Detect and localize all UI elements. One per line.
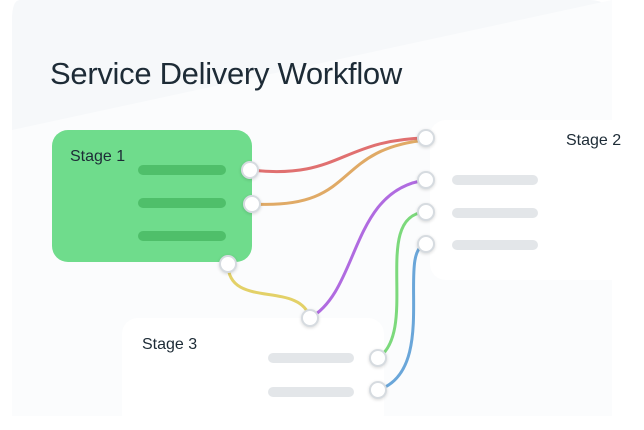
stage-3-card[interactable]	[122, 318, 384, 430]
connector-orange	[250, 138, 428, 206]
stage-3-output-port[interactable]	[369, 349, 387, 367]
connector-red	[248, 136, 428, 174]
page-title: Service Delivery Workflow	[50, 56, 402, 91]
stage-3-item-bar	[268, 353, 354, 363]
stage-2-input-port[interactable]	[417, 129, 435, 147]
stage-1-label: Stage 1	[70, 148, 126, 165]
stage-1-output-port[interactable]	[243, 195, 261, 213]
stage-3-item-bar	[268, 387, 354, 397]
stage-3-label: Stage 3	[142, 336, 198, 353]
connector-blue	[376, 242, 428, 392]
connector-purple	[308, 178, 428, 320]
stage-2-input-port[interactable]	[417, 235, 435, 253]
stage-1-output-port[interactable]	[241, 161, 259, 179]
stage-2-item-bar	[452, 208, 538, 218]
stage-1-item-bar	[138, 165, 226, 175]
stage-2-item-bar	[452, 175, 538, 185]
stage-2-input-port[interactable]	[417, 171, 435, 189]
stage-2-label: Stage 2	[566, 132, 622, 149]
stage-3-output-port[interactable]	[369, 381, 387, 399]
stage-2-input-port[interactable]	[417, 203, 435, 221]
stage-1-item-bar	[138, 231, 226, 241]
stage-1-item-bar	[138, 198, 226, 208]
connector-green	[376, 210, 428, 360]
connector-yellow	[226, 262, 312, 320]
stage-3-input-port[interactable]	[301, 309, 319, 327]
stage-2-item-bar	[452, 240, 538, 250]
stage-1-output-port[interactable]	[219, 255, 237, 273]
stage-2-card[interactable]	[430, 120, 644, 280]
